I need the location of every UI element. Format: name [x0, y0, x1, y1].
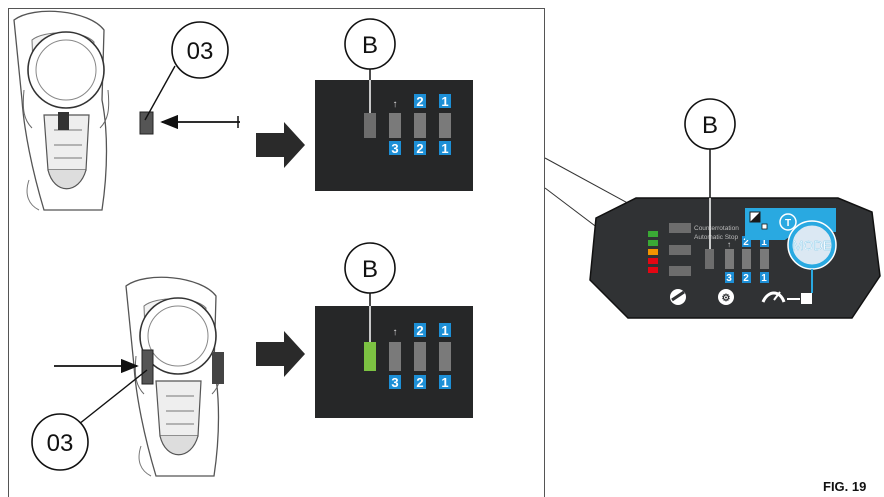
callout-b-bottom: B — [344, 242, 396, 342]
svg-text:2: 2 — [416, 375, 423, 390]
torque-icon — [779, 213, 797, 231]
callout-03-top: 03 — [144, 21, 229, 121]
led-orange — [648, 249, 658, 255]
switch-left-top — [58, 112, 69, 130]
svg-text:3: 3 — [726, 273, 732, 284]
figure-frame — [8, 8, 545, 497]
callout-03-bottom: 03 — [31, 369, 148, 471]
svg-text:↑: ↑ — [727, 240, 731, 249]
figure-label: FIG. 19 — [823, 479, 867, 494]
switch-right-top[interactable] — [139, 111, 154, 135]
speed-gauge-icon — [761, 291, 786, 303]
svg-text:2: 2 — [416, 323, 423, 338]
switch-right-bottom — [212, 352, 224, 384]
mode-button-label: MODE — [793, 238, 832, 253]
transition-arrow-bottom — [256, 331, 305, 377]
svg-text:1: 1 — [761, 273, 767, 284]
callout-b-top: B — [344, 18, 396, 113]
led-red — [648, 258, 658, 264]
svg-text:03: 03 — [47, 430, 74, 457]
led-green — [648, 231, 658, 237]
svg-text:↑: ↑ — [393, 99, 398, 110]
svg-text:1: 1 — [441, 94, 448, 109]
svg-text:B: B — [362, 32, 378, 59]
indicator-b-panel — [705, 249, 714, 269]
switch-left-bottom[interactable] — [141, 349, 154, 385]
svg-text:1: 1 — [441, 323, 448, 338]
control-panel: Counterrotation Automatic Stop ↑ 2 1 3 2… — [589, 197, 881, 319]
level-bar-2-top — [414, 113, 426, 138]
indicator-b-top — [364, 113, 376, 138]
svg-text:2: 2 — [743, 273, 749, 284]
drill-top-illustration — [13, 10, 240, 211]
counterrotation-indicator — [669, 223, 691, 233]
level-bar-3-top — [389, 113, 401, 138]
gear-icon — [718, 289, 734, 305]
callout-b-panel: B — [684, 98, 736, 249]
svg-text:1: 1 — [761, 237, 767, 248]
svg-text:B: B — [702, 112, 718, 139]
svg-text:2: 2 — [416, 94, 423, 109]
display-bottom: ↑ 2 1 3 2 1 — [315, 306, 473, 418]
svg-text:1: 1 — [441, 141, 448, 156]
auto-stop-indicator — [669, 245, 691, 255]
transition-arrow-top — [256, 122, 305, 168]
svg-text:B: B — [362, 256, 378, 283]
svg-text:↑: ↑ — [393, 327, 398, 338]
level-bar-1-top — [439, 113, 451, 138]
svg-text:3: 3 — [391, 141, 398, 156]
indicator-b-bottom — [364, 342, 376, 371]
drill-bottom-illustration — [54, 276, 224, 477]
svg-text:2: 2 — [416, 141, 423, 156]
display-top: ↑ 2 1 3 2 1 — [315, 80, 473, 191]
setting-square-icon — [801, 293, 812, 304]
svg-text:T: T — [785, 218, 791, 229]
auto-stop-label: Automatic Stop — [694, 234, 738, 241]
svg-text:⚙: ⚙ — [722, 293, 731, 304]
counterrotation-label: Counterrotation — [694, 225, 739, 232]
svg-text:2: 2 — [743, 237, 749, 248]
callout-03-top-label: 03 — [187, 38, 214, 65]
svg-text:3: 3 — [391, 375, 398, 390]
svg-text:1: 1 — [441, 375, 448, 390]
